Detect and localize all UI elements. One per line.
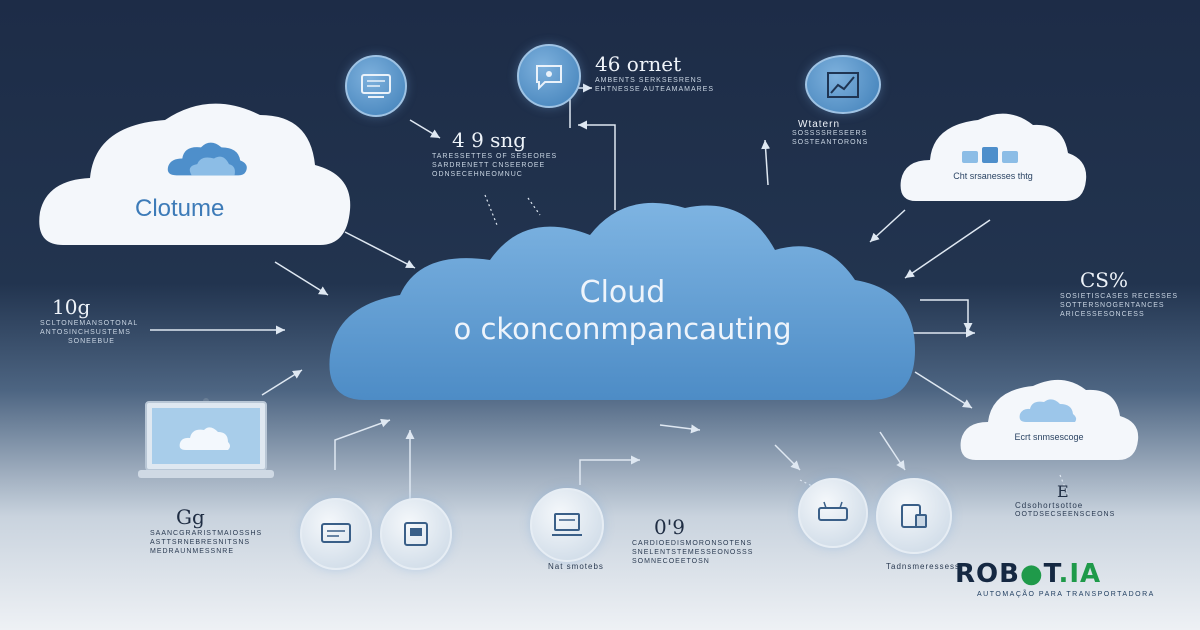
tablet-icon [404,522,428,546]
chat-icon [536,65,562,90]
stat-4: Wtatern SOSSSSRESEERS SOSTEANTORONS [792,120,868,147]
stat-3-caption: SONEEBUE [68,338,115,345]
cloud-top-left-label: Clotume [135,195,225,222]
cloud-top-right: Cht srsanesses thtg [898,105,1088,205]
router-icon-circle [798,478,868,548]
stat-3-value: 10g [52,295,91,319]
stat-9-caption: Nat smotebs [548,562,604,571]
logo-part-3: .IA [1058,559,1102,589]
logo-part-1: ROB [955,559,1020,589]
laptop-icon [552,513,582,536]
stat-7-caption: CARDIOEDISMORONSOTENS [632,540,753,547]
stat-8-caption: OOTDSECSEENSCEONS [1015,511,1116,518]
stat-1-caption: EHTNESSE AUTEAMAMARES [595,86,715,93]
stat-6: Gg SAANCGRARISTMAIOSSHS ASTTSRNEBRESNITS… [150,505,262,556]
stat-4-caption: SOSSSSRESEERS [792,130,868,137]
chat-icon-circle [517,44,581,108]
logo-robot-glyph: ● [1019,559,1044,589]
laptop-illustration [138,398,274,480]
stat-1-caption: AMBENTS SERKSESRENS [595,77,703,84]
logo-subtitle: AUTOMAÇÃO PARA TRANSPORTADORA [977,591,1155,598]
cloud-bottom-right: Ecrt snmsescoge [958,372,1140,464]
stat-5-caption: SOTTERSNOGENTANCES [1060,302,1165,309]
stat-5: CS% SOSIETISCASES RECESSES SOTTERSNOGENT… [1060,268,1178,319]
monitor-icon-circle [345,55,407,117]
stat-10-caption: Tadnsmeressess [886,562,961,571]
cloud-bottom-right-label: Ecrt snmsescoge [1014,432,1084,442]
main-cloud: Cloud o ckonconmpancauting [325,190,920,405]
stat-6-value: Gg [176,505,205,529]
stat-6-caption: MEDRAUNMESSNRE [150,548,235,555]
stat-9: Nat smotebs [548,562,604,571]
device-icon-circle [876,478,952,554]
stat-7-caption: SNELENTSTEMESSEONOSSS [632,549,754,556]
cloud-icon [1019,399,1077,422]
stat-1-value: 46 ornet [595,52,682,76]
stat-4-caption: SOSTEANTORONS [792,139,869,146]
stat-10: Tadnsmeressess [886,562,960,571]
stat-3-caption: SCLTONEMANSOTONAL [40,320,139,327]
stat-2-caption: SARDRENETT CNSEEROEE [432,162,546,169]
stat-5-caption: SOSIETISCASES RECESSES [1060,293,1179,300]
stat-6-caption: SAANCGRARISTMAIOSSHS [150,530,263,537]
stat-7-caption: SOMNECOEETOSN [632,558,710,565]
stat-2-caption: TARESSETTES OF SESEORES [432,153,558,160]
stat-4-value: Wtatern [798,119,841,130]
tablet-icon-circle [380,498,452,570]
stat-2: 4 9 sng TARESSETTES OF SESEORES SARDRENE… [432,128,557,179]
monitor-icon [361,74,391,98]
stat-3: 10g SCLTONEMANSOTONAL ANTOSINCHSUSTEMS S… [40,295,138,346]
device-icon [901,504,927,528]
chart-icon [827,71,859,98]
stat-1: 46 ornet AMBENTS SERKSESRENS EHTNESSE AU… [595,52,714,94]
cloud-icon [962,147,1018,163]
cloud-top-left: Clotume [35,90,355,250]
server-icon-circle [300,498,372,570]
stat-7-value: 0'9 [654,515,685,539]
main-cloud-title: Cloud [579,275,666,310]
main-cloud-subtitle: o ckonconmpancauting [453,312,792,346]
cloud-device-icon [138,398,274,478]
stat-2-value: 4 9 sng [452,128,527,152]
stat-8: E Cdsohortsottoe OOTDSECSEENSCEONS [1015,482,1115,519]
cloud-icon [167,142,247,176]
stat-8-caption: Cdsohortsottoe [1015,501,1084,510]
router-icon [818,501,848,521]
stat-7: 0'9 CARDIOEDISMORONSOTENS SNELENTSTEMESS… [632,515,753,566]
server-icon [321,523,351,543]
stat-5-caption: ARICESSESONCESS [1060,311,1145,318]
logo-part-2: T [1043,559,1059,589]
laptop-icon-circle [530,488,604,562]
stat-5-value: CS% [1080,268,1129,292]
stat-2-caption: ODNSECEHNEOMNUC [432,171,523,178]
brand-logo: ROB●T.IA AUTOMAÇÃO PARA TRANSPORTADORA [955,560,1155,608]
stat-3-caption: ANTOSINCHSUSTEMS [40,329,131,336]
cloud-top-right-label: Cht srsanesses thtg [953,171,1033,181]
logo-title: ROB●T.IA [955,560,1155,588]
chart-icon-circle [805,55,881,114]
stat-6-caption: ASTTSRNEBRESNITSNS [150,539,251,546]
stat-8-value: E [1057,482,1069,501]
